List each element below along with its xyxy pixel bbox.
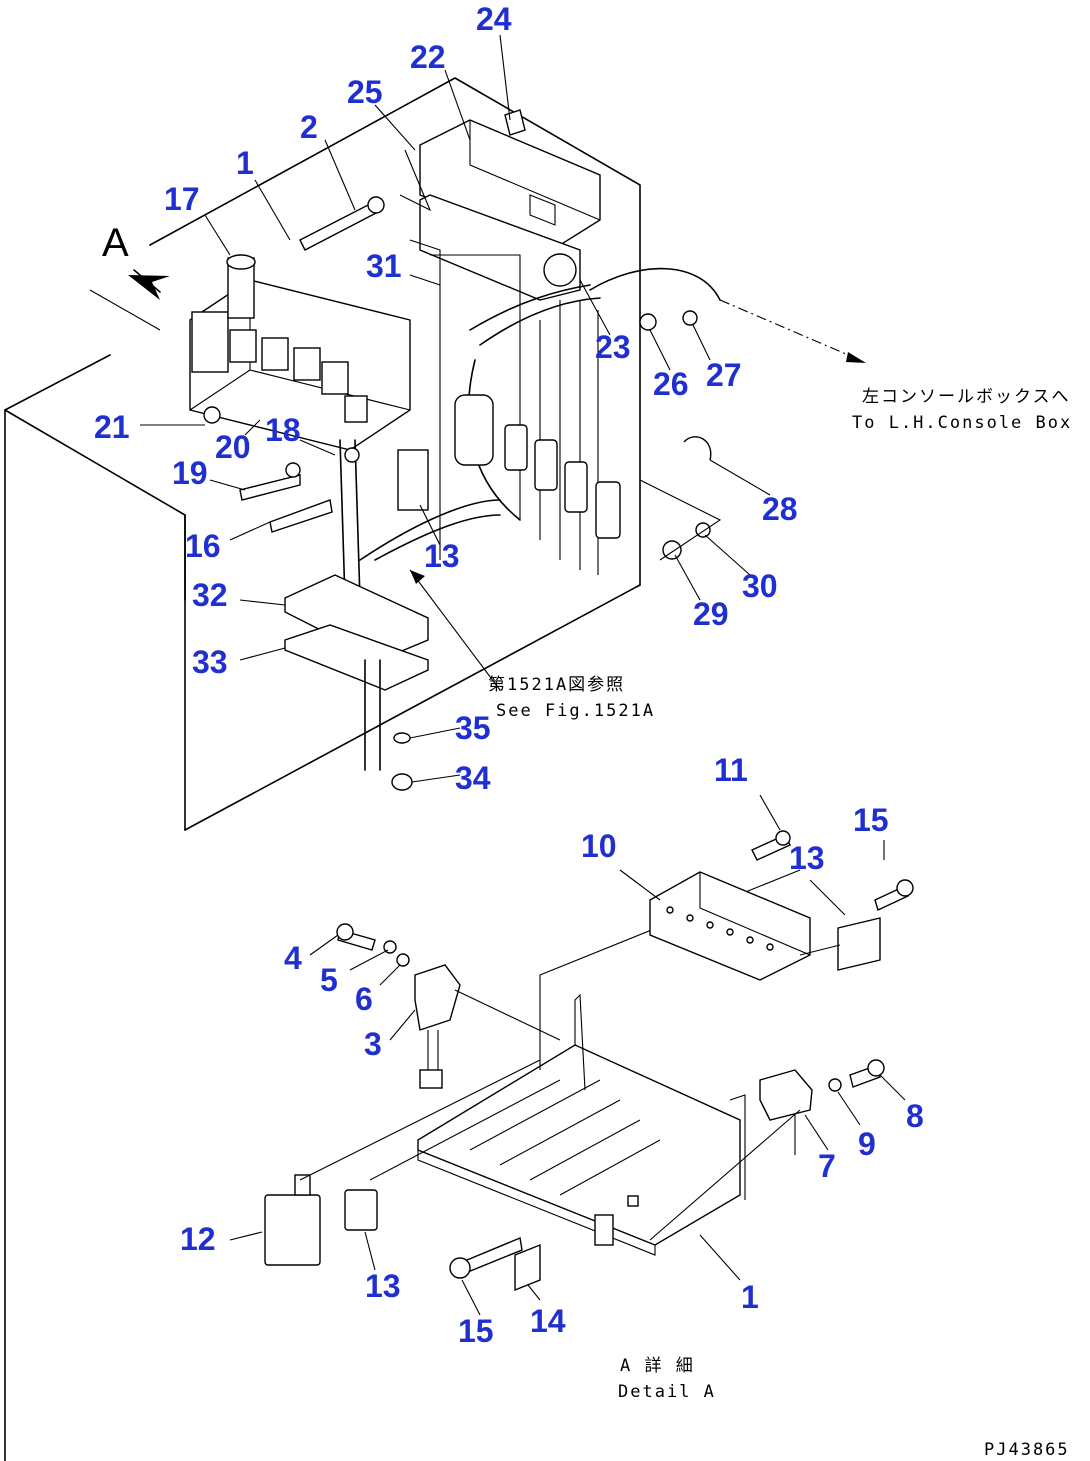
cabinet-outline: [4, 77, 641, 1461]
callout-35: 35: [455, 710, 491, 746]
callout-6: 6: [355, 981, 373, 1017]
route-arrow-console: [846, 352, 866, 363]
callout-18: 18: [265, 412, 301, 448]
relay-block: [189, 254, 411, 451]
callout-19: 19: [172, 455, 208, 491]
drawing-code: PJ43865: [984, 1440, 1070, 1460]
callout-22: 22: [410, 39, 446, 75]
fasteners-upper: [239, 109, 712, 560]
see-fig-leader: [409, 569, 501, 691]
callout-8: 8: [906, 1098, 924, 1134]
callout-31: 31: [366, 248, 402, 284]
callout-3: 3: [364, 1026, 382, 1062]
callout-20: 20: [215, 429, 251, 465]
callout-28: 28: [762, 491, 798, 527]
callout-24: 24: [476, 1, 512, 37]
callout-5: 5: [320, 962, 338, 998]
note-see-fig-en: See Fig.1521A: [496, 701, 655, 721]
callout-13-lower: 13: [365, 1268, 401, 1304]
callout-34: 34: [455, 760, 491, 796]
callout-12: 12: [180, 1221, 216, 1257]
callout-7: 7: [818, 1148, 836, 1184]
connector-set: [397, 394, 621, 539]
callout-30: 30: [742, 568, 778, 604]
leader-lines-upper: [140, 34, 771, 783]
callout-11: 11: [714, 752, 748, 788]
callout-13-detail: 13: [789, 840, 825, 876]
detail-a-small-parts: [264, 923, 885, 1292]
view-a-arrow: [128, 269, 170, 300]
callout-23: 23: [595, 329, 631, 365]
callout-17: 17: [164, 181, 200, 217]
callout-9: 9: [858, 1126, 876, 1162]
route-line-console: [719, 299, 861, 361]
controller-unit: [399, 119, 601, 301]
detail-a-relay-block: [649, 830, 914, 981]
callout-2: 2: [300, 109, 318, 145]
callout-13-upper: 13: [424, 538, 460, 574]
callout-10: 10: [581, 828, 617, 864]
callout-21: 21: [94, 409, 130, 445]
callout-1: 1: [236, 145, 254, 181]
callout-16: 16: [185, 528, 221, 564]
detail-a-bracket: [417, 869, 801, 1256]
callout-33: 33: [192, 644, 228, 680]
note-detail-en: Detail A: [618, 1382, 716, 1402]
callout-1-lower: 1: [741, 1279, 759, 1315]
callout-27: 27: [706, 357, 742, 393]
leader-lines-lower: [229, 794, 906, 1316]
detail-a-harness: [299, 944, 841, 1241]
callout-26: 26: [653, 366, 689, 402]
callout-32: 32: [192, 577, 228, 613]
note-console-jp: 左コンソールボックスへ: [862, 387, 1071, 407]
see-fig-arrow: [410, 570, 425, 584]
bracket-plates: [284, 574, 429, 791]
callout-15-upper: 15: [853, 802, 889, 838]
note-see-fig-jp: 第1521A図参照: [488, 675, 625, 695]
view-a-label: A: [102, 221, 129, 265]
callout-15-lower: 15: [458, 1313, 494, 1349]
callout-25: 25: [347, 74, 383, 110]
note-detail-jp: A 詳 細: [620, 1356, 695, 1376]
note-console-en: To L.H.Console Box: [852, 413, 1072, 433]
callout-4: 4: [284, 940, 302, 976]
callout-29: 29: [693, 596, 729, 632]
callout-14: 14: [530, 1303, 566, 1339]
